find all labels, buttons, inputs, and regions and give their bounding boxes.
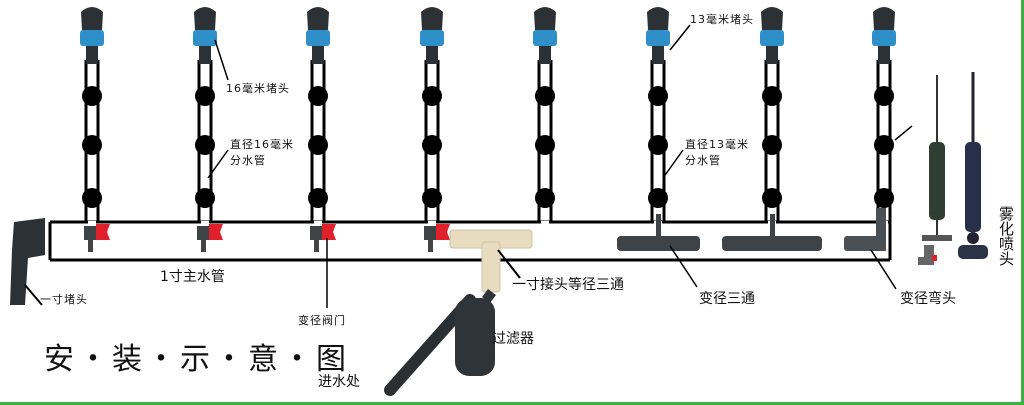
valve-body [197,226,209,240]
reducing-elbow [844,208,886,251]
label-end-plug: 一寸堵头 [40,293,88,306]
branch-joint [541,221,549,225]
label-plug-13mm: 13毫米堵头 [690,13,754,26]
plug-cap [194,7,216,30]
reducing-tee-2 [722,214,822,251]
label-branch-13mm-1: 直径13毫米 [685,138,749,151]
valve-barb [314,240,319,252]
drip-emitter [762,86,782,106]
drip-emitter [308,188,328,208]
drip-emitter [82,135,102,155]
plug-blue-collar [193,30,217,46]
drip-emitter [308,135,328,155]
mist-nozzle-1 [918,75,952,265]
drip-emitter [82,86,102,106]
drip-emitter [422,135,442,155]
plug-blue-collar [760,30,784,46]
plug-blue-collar [80,30,104,46]
drip-emitter [648,188,668,208]
valve-barb [88,240,93,252]
valve-body [310,226,322,240]
drip-emitter [82,188,102,208]
plug-stem [652,46,664,64]
valve-handle [209,224,223,240]
branch-joint [428,221,436,225]
label-mist-nozzle: 雾化喷头 [997,206,1015,266]
main-pipe [48,220,892,262]
plug-cap [534,7,556,30]
equal-tee [449,229,533,293]
plug-cap [873,7,895,30]
drip-emitter [762,135,782,155]
branch-joint [201,221,209,225]
drip-emitter [195,135,215,155]
drip-emitter [874,188,894,208]
plug-stem [86,46,98,64]
plug-blue-collar [872,30,896,46]
label-filter: 过滤器 [492,331,534,347]
valve-handle [436,224,450,240]
branch-joint [88,221,96,225]
label-branch-16mm-1: 直径16毫米 [230,138,294,151]
drip-emitter [422,86,442,106]
plug-cap [307,7,329,30]
plug-cap [647,7,669,30]
green-border [0,402,1024,405]
label-valve: 变径阀门 [298,314,346,327]
drip-emitter [874,86,894,106]
drip-emitter [195,188,215,208]
label-inlet: 进水处 [318,374,360,390]
branch-pipes [80,7,896,252]
valve-barb [428,240,433,252]
valve-handle [96,224,110,240]
filter [384,289,496,396]
plug-stem [539,46,551,64]
plug-stem [426,46,438,64]
drip-emitter [762,188,782,208]
drip-emitter [195,86,215,106]
drip-emitter [648,86,668,106]
plug-cap [421,7,443,30]
label-reducing-elbow: 变径弯头 [900,291,956,307]
drip-emitter [535,135,555,155]
drip-emitter [535,86,555,106]
drip-emitter [535,188,555,208]
drip-emitter [308,86,328,106]
label-main-pipe: 1寸主水管 [160,269,225,285]
label-plug-16mm: 16毫米堵头 [226,82,290,95]
plug-blue-collar [646,30,670,46]
reducing-tee-1 [617,214,700,251]
plug-stem [766,46,778,64]
drip-emitter [422,188,442,208]
label-branch-13mm-2: 分水管 [685,154,721,167]
leader-lines [207,24,691,308]
diagram-title: 安・装・示・意・图 [44,342,350,377]
drip-emitter [648,135,668,155]
mist-nozzle-2 [958,72,988,259]
plug-stem [199,46,211,64]
plug-blue-collar [306,30,330,46]
label-reducing-tee: 变径三通 [699,291,755,307]
branch-joint [314,221,322,225]
plug-blue-collar [533,30,557,46]
drip-emitter [874,135,894,155]
plug-cap [761,7,783,30]
label-equal-tee: 一寸接头等径三通 [512,277,624,293]
valve-body [84,226,96,240]
valve-body [424,226,436,240]
end-plug [10,218,45,305]
plug-blue-collar [420,30,444,46]
plug-stem [878,46,890,64]
valve-handle [322,224,336,240]
plug-stem [312,46,324,64]
valve-barb [201,240,206,252]
plug-cap [81,7,103,30]
label-branch-16mm-2: 分水管 [230,154,266,167]
green-border-right [1021,0,1024,405]
